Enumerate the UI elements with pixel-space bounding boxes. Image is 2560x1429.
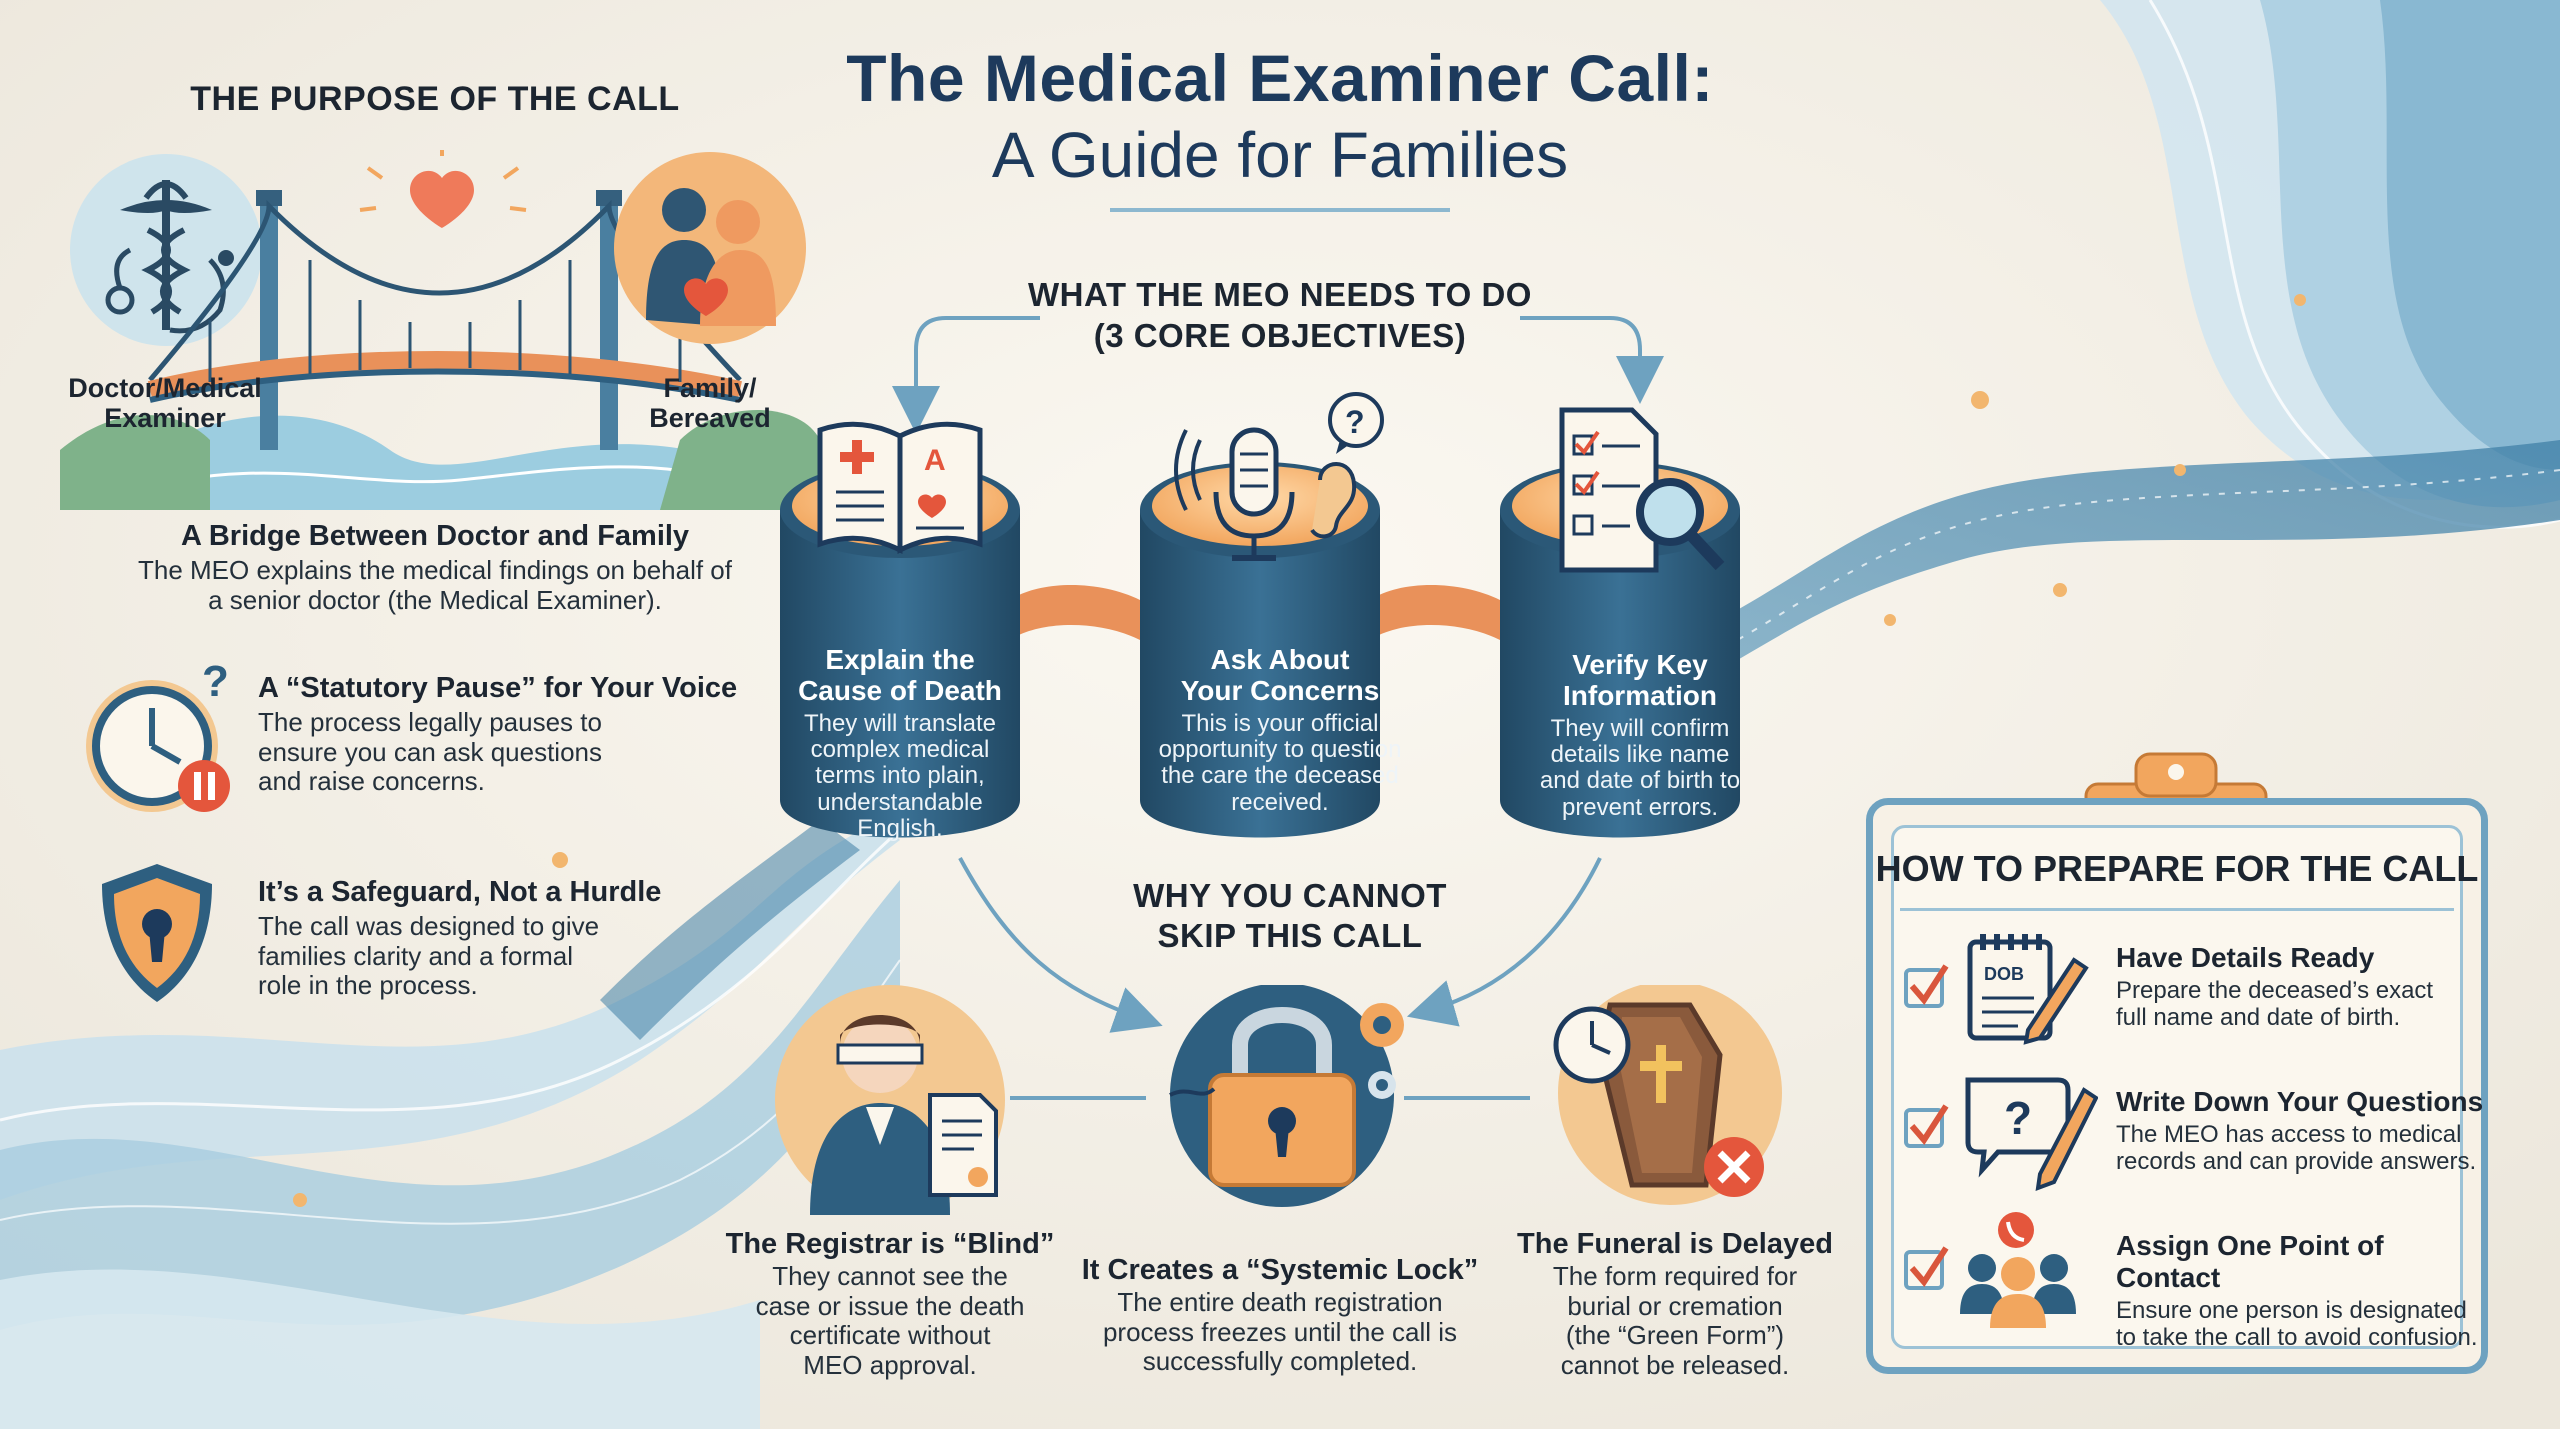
- prepare-item-body: Prepare the deceased’s exact full name a…: [2116, 977, 2434, 1031]
- medical-book-icon: A: [817, 421, 983, 555]
- checklist-magnifier-icon: [1559, 407, 1725, 573]
- why-item-title: It Creates a “Systemic Lock”: [1081, 1254, 1479, 1286]
- family-hug-icon: [614, 152, 806, 344]
- microphone-ear-icon: ?: [1174, 392, 1384, 561]
- svg-text:A: A: [924, 444, 946, 477]
- why-item-lock: It Creates a “Systemic Lock” The entire …: [1080, 1254, 1480, 1377]
- coffin-icon: [1553, 985, 1782, 1205]
- why-illustrations: [775, 985, 1782, 1215]
- family-label: Family/ Bereaved: [649, 373, 771, 434]
- why-heading: WHY YOU CANNOT SKIP THIS CALL: [1133, 877, 1447, 954]
- title-line-2: A Guide for Families: [991, 119, 1569, 191]
- dob-notepad-icon: DOB: [1967, 934, 2089, 1045]
- caduceus-icon: [70, 154, 262, 346]
- objective-explain: Explain the Cause of Death They will tra…: [780, 644, 1020, 843]
- title-line-1: The Medical Examiner Call:: [846, 41, 1714, 115]
- svg-text:?: ?: [2004, 1092, 2032, 1144]
- clock-pause-icon: ?: [86, 657, 230, 812]
- purpose-heading: THE PURPOSE OF THE CALL: [190, 80, 680, 118]
- shield-keyhole-icon: [102, 864, 212, 1002]
- padlock-icon: [1169, 985, 1404, 1207]
- prepare-divider: [1900, 908, 2454, 911]
- gear-icon: [1360, 1003, 1404, 1047]
- svg-text:?: ?: [1345, 404, 1365, 440]
- prepare-item-contact: Assign One Point of Contact Ensure one p…: [2116, 1230, 2486, 1352]
- objective-title: Verify Key Information: [1563, 649, 1717, 711]
- bridge-icon: [60, 190, 820, 510]
- prepare-item-body: Ensure one person is designated to take …: [2116, 1297, 2478, 1351]
- svg-text:?: ?: [202, 657, 229, 706]
- why-item-title: The Funeral is Delayed: [1517, 1228, 1833, 1260]
- why-item-body: The form required for burial or crematio…: [1552, 1261, 1798, 1380]
- heart-icon: [359, 150, 527, 228]
- objective-body: They will confirm details like name and …: [1539, 714, 1741, 821]
- prepare-item-title: Assign One Point of Contact: [2116, 1230, 2384, 1293]
- bridge-illustration: [60, 150, 820, 510]
- why-item-title: The Registrar is “Blind”: [725, 1228, 1055, 1260]
- purpose-item-bridge: A Bridge Between Doctor and Family The M…: [90, 520, 780, 615]
- purpose-item-title: A “Statutory Pause” for Your Voice: [258, 672, 738, 704]
- prepare-item-title: Have Details Ready: [2116, 942, 2375, 973]
- prepare-icons: DOB ?: [1904, 934, 2098, 1328]
- page-title: The Medical Examiner Call: A Guide for F…: [760, 40, 1800, 192]
- why-item-funeral: The Funeral is Delayed The form required…: [1500, 1228, 1850, 1380]
- prepare-item-details: Have Details Ready Prepare the deceased’…: [2116, 942, 2476, 1032]
- prepare-heading: HOW TO PREPARE FOR THE CALL: [1875, 848, 2479, 889]
- objective-title: Explain the Cause of Death: [798, 644, 1002, 706]
- objective-concerns: Ask About Your Concerns This is your off…: [1140, 644, 1420, 816]
- check-icon: [1904, 1246, 1949, 1290]
- why-item-body: The entire death registration process fr…: [1102, 1287, 1458, 1377]
- prepare-item-questions: Write Down Your Questions The MEO has ac…: [2116, 1086, 2486, 1176]
- question-bubble-icon: ?: [1965, 1077, 2098, 1192]
- purpose-item-safeguard: It’s a Safeguard, Not a Hurdle The call …: [258, 876, 778, 1001]
- objective-title: Ask About Your Concerns: [1180, 644, 1380, 706]
- purpose-item-title: It’s a Safeguard, Not a Hurdle: [258, 876, 662, 908]
- doctor-label: Doctor/Medical Examiner: [68, 373, 262, 434]
- purpose-item-title: A Bridge Between Doctor and Family: [180, 520, 690, 552]
- prepare-item-title: Write Down Your Questions: [2116, 1086, 2484, 1117]
- why-item-registrar: The Registrar is “Blind” They cannot see…: [710, 1228, 1070, 1380]
- objective-body: They will translate complex medical term…: [803, 709, 997, 843]
- objectives-heading: WHAT THE MEO NEEDS TO DO (3 CORE OBJECTI…: [1028, 276, 1532, 355]
- blindfolded-registrar-icon: [775, 985, 1005, 1215]
- objectives-cylinders: A ?: [780, 392, 1740, 838]
- why-item-body: They cannot see the case or issue the de…: [755, 1261, 1025, 1380]
- purpose-item-pause: A “Statutory Pause” for Your Voice The p…: [258, 672, 778, 797]
- purpose-item-body: The process legally pauses to ensure you…: [258, 707, 602, 797]
- check-icon: [1904, 1104, 1949, 1148]
- check-icon: [1904, 964, 1949, 1008]
- prepare-item-body: The MEO has access to medical records an…: [2116, 1121, 2477, 1175]
- objective-verify: Verify Key Information They will confirm…: [1500, 649, 1780, 821]
- purpose-item-body: The call was designed to give families c…: [258, 911, 600, 1001]
- purpose-item-body: The MEO explains the medical findings on…: [137, 555, 732, 615]
- svg-text:DOB: DOB: [1984, 964, 2024, 984]
- people-contact-icon: [1960, 1212, 2076, 1328]
- objective-body: This is your official opportunity to que…: [1158, 709, 1402, 816]
